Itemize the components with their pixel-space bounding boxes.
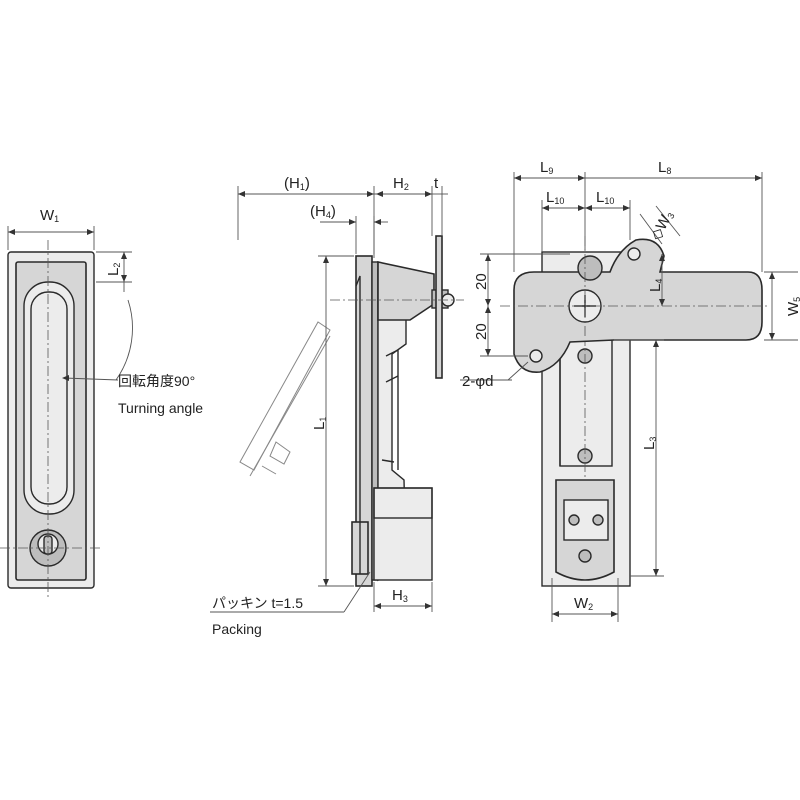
w5-sub: 5 bbox=[792, 297, 800, 302]
dim-w1: W1 bbox=[7, 207, 95, 250]
l4-sub: 4 bbox=[654, 279, 664, 284]
dim-h3: H3 bbox=[373, 582, 433, 612]
svg-text:L4: L4 bbox=[647, 279, 664, 292]
l10b-sub: 10 bbox=[604, 196, 614, 206]
w1-sub: 1 bbox=[54, 214, 59, 224]
l9-label: L bbox=[540, 159, 548, 176]
svg-text:W5: W5 bbox=[785, 297, 800, 316]
h1-open: (H bbox=[284, 175, 300, 192]
dim-h2: H2 bbox=[374, 175, 433, 236]
dim-20-bottom: 20 bbox=[473, 323, 490, 340]
w5-label: W bbox=[785, 301, 800, 316]
arm-hole-top bbox=[627, 247, 641, 261]
packing-en: Packing bbox=[212, 621, 262, 637]
dim-w2: W2 bbox=[551, 578, 619, 622]
front-handle bbox=[23, 281, 75, 515]
svg-text:L3: L3 bbox=[641, 437, 658, 450]
l8-label: L bbox=[658, 159, 666, 176]
h1-sub: 1 bbox=[300, 182, 305, 192]
l10a-sub: 10 bbox=[554, 196, 564, 206]
l10b-label: L bbox=[596, 189, 604, 206]
dim-l9: L9 bbox=[513, 159, 586, 272]
front-view bbox=[0, 240, 100, 598]
svg-text:L9: L9 bbox=[540, 159, 553, 176]
turning-angle-jp: 回転角度90° bbox=[118, 373, 195, 389]
side-cam bbox=[377, 261, 435, 321]
l1-label: L bbox=[311, 422, 328, 430]
hole-label: 2-φd bbox=[462, 373, 493, 390]
dim-h4: (H4) bbox=[310, 203, 388, 254]
lower-screw-1 bbox=[568, 514, 580, 526]
svg-text:W1: W1 bbox=[40, 207, 59, 224]
hole-annotation: 2-φd bbox=[460, 361, 529, 390]
l2-sub: 2 bbox=[112, 263, 122, 268]
w2-label: W bbox=[574, 595, 589, 612]
lower-screw-3 bbox=[578, 549, 592, 563]
h4-close: ) bbox=[331, 203, 336, 220]
dim-l4: L4 bbox=[647, 254, 665, 306]
svg-text:H2: H2 bbox=[393, 175, 409, 192]
ghost-handle bbox=[239, 321, 331, 477]
h3-sub: 3 bbox=[403, 594, 408, 604]
svg-text:(H1): (H1) bbox=[284, 175, 310, 192]
l1-sub: 1 bbox=[318, 417, 328, 422]
dim-t: t bbox=[432, 175, 448, 236]
svg-text:(H4): (H4) bbox=[310, 203, 336, 220]
w1-label: W bbox=[40, 207, 55, 224]
h2-sub: 2 bbox=[404, 182, 409, 192]
h3-label: H bbox=[392, 587, 403, 604]
svg-text:L8: L8 bbox=[658, 159, 671, 176]
side-latch-plate bbox=[435, 235, 443, 379]
l4-label: L bbox=[647, 284, 664, 292]
l10a-label: L bbox=[546, 189, 554, 206]
front-handle-inner bbox=[30, 291, 68, 505]
dim-h1: (H1) bbox=[237, 175, 375, 258]
turning-angle-en: Turning angle bbox=[118, 400, 203, 416]
rear-view bbox=[500, 236, 770, 587]
dim-l10: L10 L10 bbox=[541, 189, 631, 252]
w3-sub: 3 bbox=[665, 211, 676, 220]
dim-20-top: 20 bbox=[473, 273, 490, 290]
packing-annotation: パッキン t=1.5 Packing bbox=[210, 571, 371, 637]
svg-text:L1: L1 bbox=[311, 417, 328, 430]
dim-l8: L8 bbox=[585, 159, 763, 272]
h1-close: ) bbox=[305, 175, 310, 192]
side-lower-box bbox=[373, 487, 433, 581]
l8-sub: 8 bbox=[666, 166, 671, 176]
l3-sub: 3 bbox=[648, 437, 658, 442]
arm-hole-bottom bbox=[529, 349, 543, 363]
l3-label: L bbox=[641, 442, 658, 450]
svg-text:W2: W2 bbox=[574, 595, 593, 612]
lower-screw-2 bbox=[592, 514, 604, 526]
svg-text:L2: L2 bbox=[105, 263, 122, 276]
packing-jp: パッキン t=1.5 bbox=[212, 595, 303, 611]
t-label: t bbox=[434, 175, 439, 192]
h4-sub: 4 bbox=[326, 210, 331, 220]
dim-20: 20 20 bbox=[473, 253, 570, 357]
dim-w5: W5 bbox=[764, 271, 800, 341]
h2-label: H bbox=[393, 175, 404, 192]
svg-text:H3: H3 bbox=[392, 587, 408, 604]
dim-l3: L3 bbox=[614, 339, 664, 577]
dim-l1: L1 bbox=[311, 255, 354, 587]
h4-open: (H bbox=[310, 203, 326, 220]
svg-text:L10: L10 bbox=[546, 189, 564, 206]
dim-w3: ◇W3 bbox=[639, 205, 681, 245]
w2-sub: 2 bbox=[588, 602, 593, 612]
turning-angle: 回転角度90° Turning angle bbox=[62, 299, 203, 416]
l2-label: L bbox=[105, 268, 122, 276]
svg-text:L10: L10 bbox=[596, 189, 614, 206]
l9-sub: 9 bbox=[548, 166, 553, 176]
rear-spring bbox=[577, 255, 603, 281]
dim-l2: L2 bbox=[96, 251, 132, 292]
side-view bbox=[239, 235, 464, 587]
rear-latch-arm bbox=[513, 238, 763, 373]
